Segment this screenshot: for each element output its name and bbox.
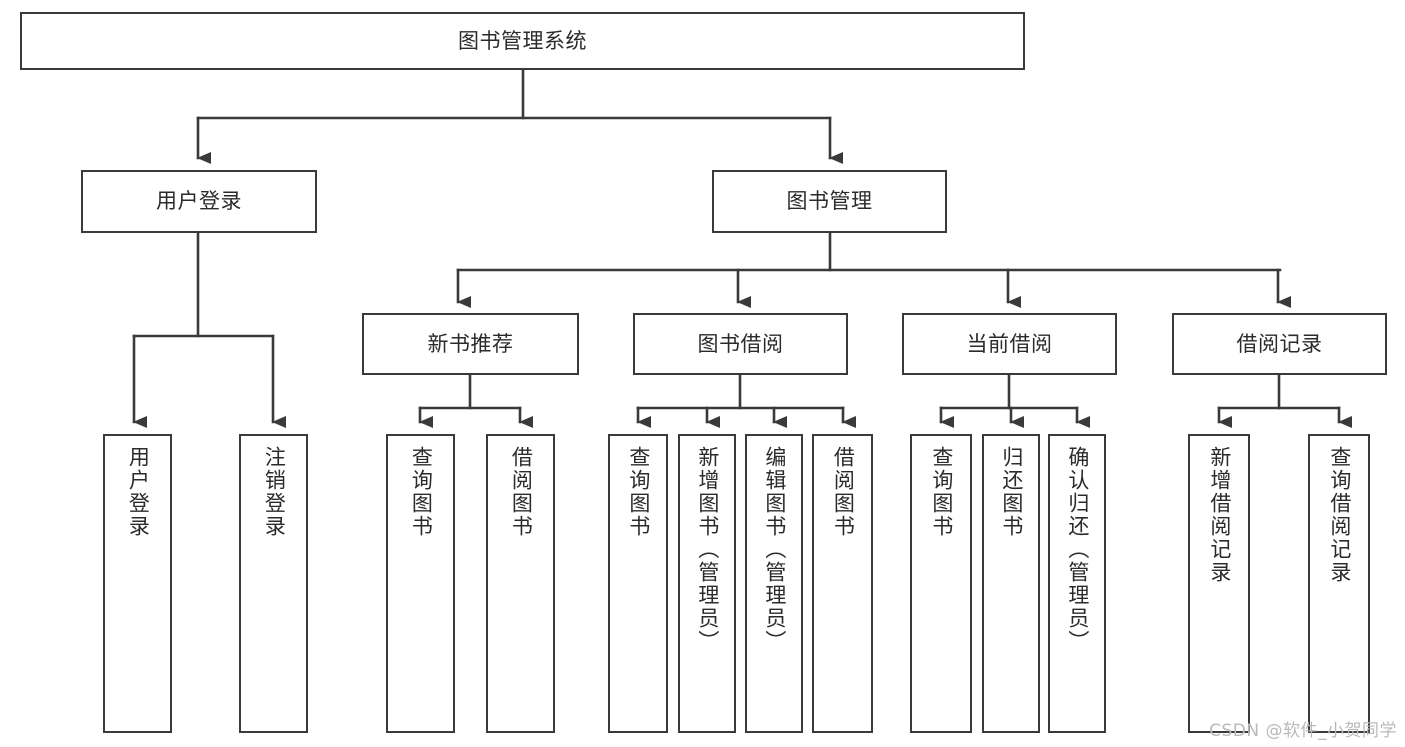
node-label: 确认归还（管理员）	[1065, 446, 1090, 653]
node-label: 借阅记录	[1236, 331, 1323, 356]
node-label: 新增借阅记录	[1207, 446, 1232, 584]
node-label: 用户登录	[126, 446, 151, 538]
node-label: 注销登录	[262, 446, 287, 538]
node-label: 借阅图书	[831, 446, 856, 538]
node-label: 查询图书	[626, 446, 651, 538]
node-root-system[interactable]: 图书管理系统	[20, 12, 1025, 70]
leaf-edit-book-admin[interactable]: 编辑图书（管理员）	[745, 434, 803, 733]
node-user-login[interactable]: 用户登录	[81, 170, 317, 233]
node-label: 当前借阅	[966, 331, 1053, 356]
node-current-borrow[interactable]: 当前借阅	[902, 313, 1117, 375]
node-label: 图书管理	[786, 189, 873, 214]
node-borrow-history[interactable]: 借阅记录	[1172, 313, 1387, 375]
leaf-add-book-admin[interactable]: 新增图书（管理员）	[678, 434, 736, 733]
leaf-borrow-book-newbook[interactable]: 借阅图书	[486, 434, 555, 733]
node-label: 图书借阅	[697, 331, 784, 356]
leaf-query-book-borrow[interactable]: 查询图书	[608, 434, 668, 733]
node-new-book-recommend[interactable]: 新书推荐	[362, 313, 579, 375]
node-label: 用户登录	[156, 189, 242, 214]
node-book-management[interactable]: 图书管理	[712, 170, 947, 233]
node-label: 编辑图书（管理员）	[762, 446, 787, 653]
node-label: 查询图书	[929, 446, 954, 538]
csdn-watermark: CSDN @软件_小贺同学	[1209, 721, 1397, 741]
leaf-query-book-current[interactable]: 查询图书	[910, 434, 972, 733]
node-label: 归还图书	[999, 446, 1024, 538]
leaf-query-borrow-record[interactable]: 查询借阅记录	[1308, 434, 1370, 733]
node-label: 查询图书	[409, 446, 434, 538]
node-label: 图书管理系统	[458, 28, 587, 53]
node-label: 查询借阅记录	[1327, 446, 1352, 584]
leaf-borrow-book[interactable]: 借阅图书	[812, 434, 873, 733]
node-label: 新增图书（管理员）	[695, 446, 720, 653]
leaf-user-logout[interactable]: 注销登录	[239, 434, 308, 733]
leaf-add-borrow-record[interactable]: 新增借阅记录	[1188, 434, 1250, 733]
leaf-query-book-newbook[interactable]: 查询图书	[386, 434, 455, 733]
leaf-confirm-return-admin[interactable]: 确认归还（管理员）	[1048, 434, 1106, 733]
leaf-user-login[interactable]: 用户登录	[103, 434, 172, 733]
node-book-borrow[interactable]: 图书借阅	[633, 313, 848, 375]
node-label: 借阅图书	[509, 446, 534, 538]
leaf-return-book[interactable]: 归还图书	[982, 434, 1040, 733]
node-label: 新书推荐	[427, 331, 514, 356]
